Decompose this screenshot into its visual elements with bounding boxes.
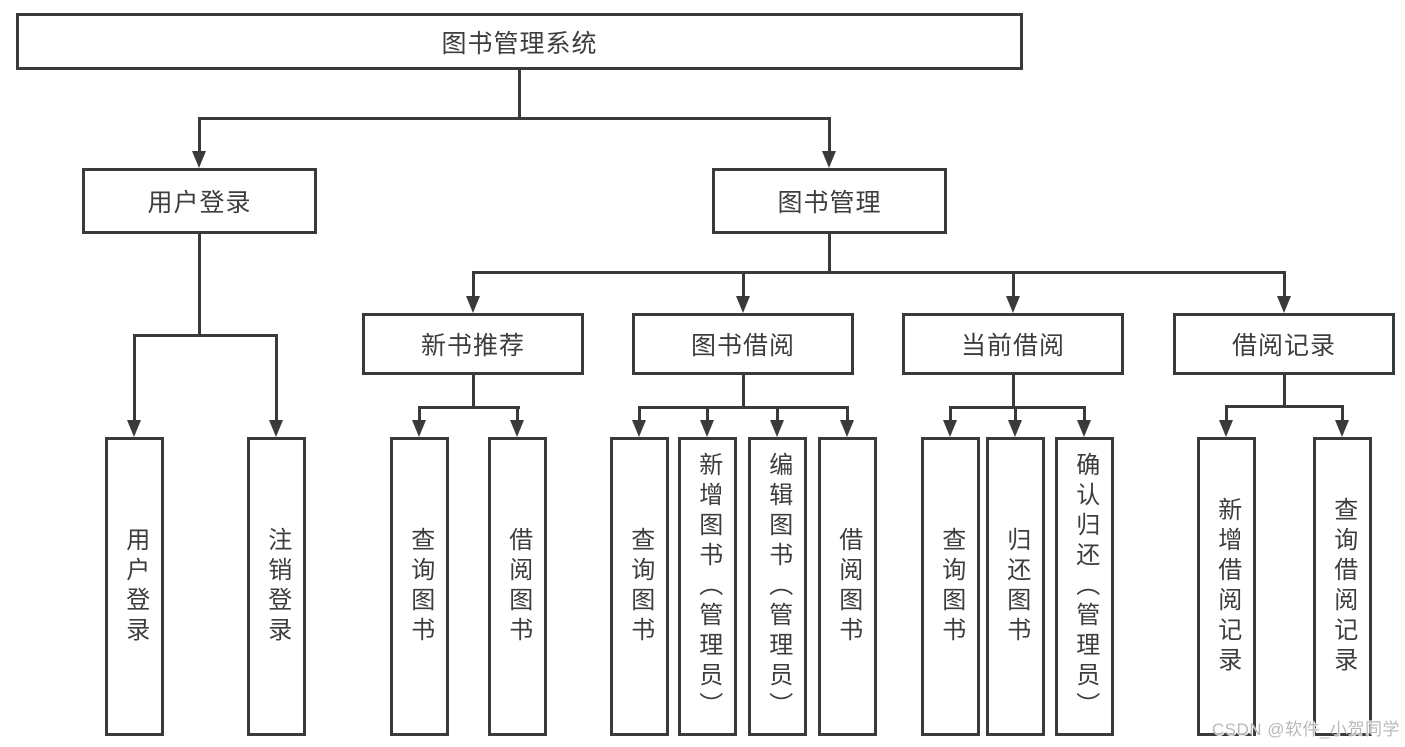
connector-line (742, 271, 745, 296)
module-node-book-borrow: 图书借阅 (632, 313, 854, 375)
function-node: 借阅图书 (818, 437, 877, 736)
branch-node-book-management: 图书管理 (712, 168, 947, 234)
function-node: 查询借阅记录 (1313, 437, 1372, 736)
connector-line (1012, 271, 1015, 296)
arrowhead-down-icon (1219, 420, 1233, 437)
function-node: 查询图书 (921, 437, 980, 736)
connector-line (828, 117, 831, 151)
connector-line (706, 406, 709, 420)
connector-line (133, 334, 277, 337)
function-node-label: 借阅图书 (834, 526, 862, 647)
module-node-label: 新书推荐 (420, 332, 525, 360)
function-node: 归还图书 (986, 437, 1045, 736)
function-node-label: 用户登录 (121, 526, 149, 647)
connector-line (638, 406, 848, 409)
connector-line (776, 406, 779, 420)
connector-line (472, 271, 1286, 274)
connector-line (638, 406, 641, 420)
function-node: 查询图书 (610, 437, 669, 736)
module-node-new-book-recommend: 新书推荐 (362, 313, 584, 375)
function-node: 注销登录 (247, 437, 306, 736)
function-node-label: 借阅图书 (504, 526, 532, 647)
function-node-label: 查询图书 (406, 526, 434, 647)
arrowhead-down-icon (1008, 420, 1022, 437)
function-node-label: 注销登录 (263, 526, 291, 647)
arrowhead-down-icon (943, 420, 957, 437)
arrowhead-down-icon (736, 296, 750, 313)
connector-line (949, 406, 1085, 409)
arrowhead-down-icon (632, 420, 646, 437)
connector-line (275, 334, 278, 420)
function-node-label: 归还图书 (1002, 526, 1030, 647)
function-node-label: 确认归还（管理员） (1071, 451, 1099, 722)
function-node: 确认归还（管理员） (1055, 437, 1114, 736)
branch-node-label: 图书管理 (777, 189, 882, 217)
arrowhead-down-icon (1277, 296, 1291, 313)
arrowhead-down-icon (192, 151, 206, 168)
function-node: 用户登录 (105, 437, 164, 736)
root-node-library-system: 图书管理系统 (16, 13, 1023, 70)
arrowhead-down-icon (510, 420, 524, 437)
module-node-label: 当前借阅 (960, 332, 1065, 360)
connector-line (133, 334, 136, 420)
arrowhead-down-icon (770, 420, 784, 437)
arrowhead-down-icon (466, 296, 480, 313)
connector-line (846, 406, 849, 420)
connector-line (198, 234, 201, 334)
root-node-label: 图书管理系统 (441, 29, 598, 58)
connector-line (1225, 405, 1228, 420)
arrowhead-down-icon (1006, 296, 1020, 313)
module-node-borrow-records: 借阅记录 (1173, 313, 1395, 375)
connector-line (1014, 406, 1017, 420)
function-node: 新增图书（管理员） (678, 437, 737, 736)
function-node-label: 查询借阅记录 (1329, 496, 1357, 677)
connector-line (418, 406, 421, 420)
connector-line (949, 406, 952, 420)
connector-line (1012, 375, 1015, 407)
module-node-label: 借阅记录 (1231, 332, 1336, 360)
function-node: 查询图书 (390, 437, 449, 736)
arrowhead-down-icon (412, 420, 426, 437)
function-node-label: 查询图书 (937, 526, 965, 647)
function-node: 借阅图书 (488, 437, 547, 736)
branch-node-user-login: 用户登录 (82, 168, 317, 234)
connector-line (1283, 271, 1286, 296)
branch-node-label: 用户登录 (147, 189, 252, 217)
function-node: 编辑图书（管理员） (748, 437, 807, 736)
connector-line (1083, 406, 1086, 420)
connector-line (518, 70, 521, 118)
connector-line (1283, 375, 1286, 406)
module-node-current-borrow: 当前借阅 (902, 313, 1124, 375)
connector-line (742, 375, 745, 407)
connector-line (198, 117, 831, 120)
connector-line (1225, 405, 1343, 408)
arrowhead-down-icon (840, 420, 854, 437)
connector-line (1341, 405, 1344, 420)
arrowhead-down-icon (269, 420, 283, 437)
function-node-label: 编辑图书（管理员） (764, 451, 792, 722)
csdn-watermark: CSDN @软件_小贺同学 (1211, 720, 1400, 739)
arrowhead-down-icon (700, 420, 714, 437)
arrowhead-down-icon (1335, 420, 1349, 437)
function-node: 新增借阅记录 (1197, 437, 1256, 736)
connector-line (828, 234, 831, 272)
connector-line (516, 406, 519, 420)
function-node-label: 查询图书 (626, 526, 654, 647)
arrowhead-down-icon (822, 151, 836, 168)
module-node-label: 图书借阅 (690, 332, 795, 360)
connector-line (418, 406, 520, 409)
function-node-label: 新增图书（管理员） (694, 451, 722, 722)
connector-line (472, 375, 475, 407)
arrowhead-down-icon (127, 420, 141, 437)
connector-line (198, 117, 201, 151)
function-node-label: 新增借阅记录 (1213, 496, 1241, 677)
connector-line (472, 271, 475, 296)
arrowhead-down-icon (1077, 420, 1091, 437)
